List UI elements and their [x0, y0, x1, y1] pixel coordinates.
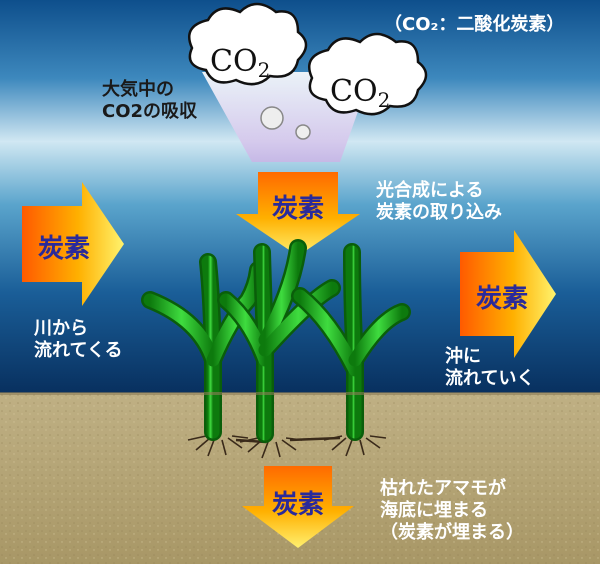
bubble-large [260, 106, 284, 130]
bubble-small [295, 124, 311, 140]
cloud-left [188, 2, 308, 86]
arrow-bottom [242, 466, 354, 548]
arrow-bottom-label: 炭素 [271, 490, 324, 520]
caption-from-river: 川から 流れてくる [34, 318, 123, 361]
arrow-top-label: 炭素 [271, 194, 324, 224]
arrow-top [236, 172, 360, 256]
caption-buried: 枯れたアマモが 海底に埋まる （炭素が埋まる） [380, 478, 524, 543]
caption-absorption: 大気中の CO2の吸収 [102, 79, 198, 122]
eelgrass-plants [141, 239, 411, 443]
arrow-right [460, 230, 556, 358]
cloud-right [308, 32, 428, 116]
arrow-right-label: 炭素 [475, 284, 528, 314]
legend-co2: （CO₂：二酸化炭素） [384, 14, 565, 35]
caption-to-offshore: 沖に 流れていく [445, 346, 535, 389]
arrow-left [22, 182, 124, 306]
caption-photosynthesis: 光合成による 炭素の取り込み [376, 180, 502, 223]
arrow-left-label: 炭素 [37, 234, 90, 264]
cloud-left-label: CO2 [210, 44, 271, 82]
cloud-right-label: CO2 [330, 74, 391, 112]
